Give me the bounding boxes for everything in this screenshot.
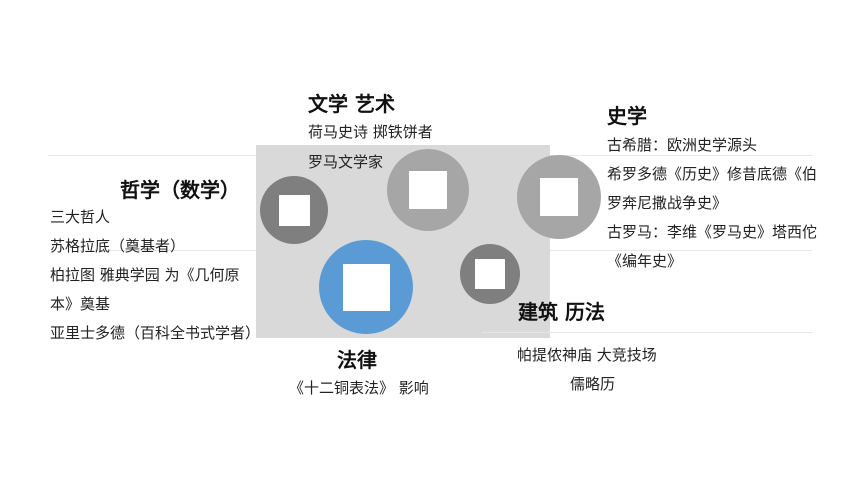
image-placeholder-icon [475,259,505,289]
history-circle [517,155,601,239]
image-placeholder-icon [342,263,390,311]
history-line-3: 罗奔尼撒战争史》 [607,194,728,212]
philosophy-circle [260,176,328,244]
divider-line-mid-left [80,250,256,251]
philosophy-line-4: 本》奠基 [50,295,111,313]
architecture-line-1: 帕提侬神庙 大竞技场 [517,346,657,364]
philosophy-line-1: 三大哲人 [50,208,111,226]
philosophy-heading: 哲学（数学） [120,178,240,202]
philosophy-line-2: 苏格拉底（奠基者） [50,237,186,255]
image-placeholder-icon [540,178,578,216]
literature-heading: 文学 艺术 [308,92,395,116]
history-line-2: 希罗多德《历史》修昔底德《伯 [607,165,818,183]
image-placeholder-icon [278,194,310,226]
architecture-heading: 建筑 历法 [518,300,605,324]
architecture-circle [460,244,520,304]
image-placeholder-icon [409,171,447,209]
history-line-5: 《编年史》 [607,252,683,270]
law-line-1: 《十二铜表法》 影响 [289,379,429,397]
law-circle [319,240,413,334]
law-heading: 法律 [337,348,377,372]
history-line-1: 古希腊：欧洲史学源头 [607,136,758,154]
history-line-4: 古罗马：李维《罗马史》塔西佗 [607,223,818,241]
literature-line-2: 罗马文学家 [308,153,384,171]
literature-circle [387,149,469,231]
architecture-line-2: 儒略历 [570,375,616,393]
divider-line-bottom-right [482,332,812,333]
literature-line-1: 荷马史诗 掷铁饼者 [308,123,433,141]
philosophy-line-3: 柏拉图 雅典学园 为《几何原 [50,266,240,284]
divider-line-mid-right [550,250,812,251]
history-heading: 史学 [607,104,647,128]
philosophy-line-5: 亚里士多德（百科全书式学者） [50,324,261,342]
divider-line-top-left [48,155,256,156]
divider-line-top-right [550,155,812,156]
